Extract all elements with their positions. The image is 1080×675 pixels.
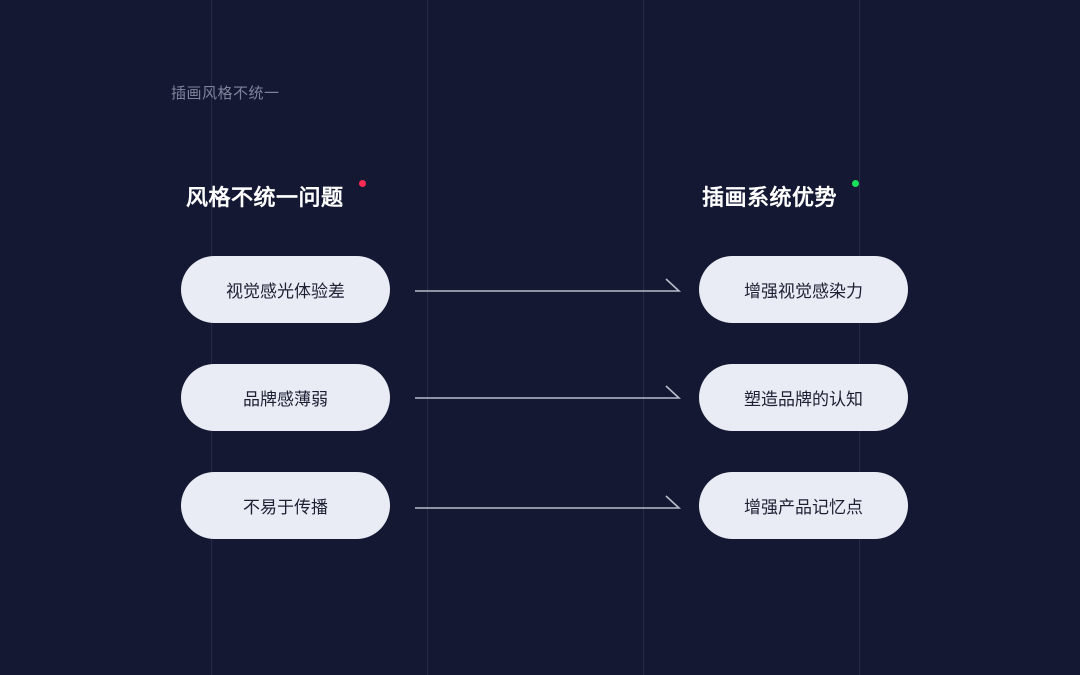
- guide-line: [859, 0, 860, 675]
- advantage-item: 塑造品牌的认知: [699, 364, 908, 431]
- advantage-item: 增强视觉感染力: [699, 256, 908, 323]
- connector-arrow: [415, 495, 682, 509]
- problem-indicator-dot: [359, 180, 366, 187]
- advantage-item: 增强产品记忆点: [699, 472, 908, 539]
- connector-arrow: [415, 278, 682, 292]
- problem-item: 视觉感光体验差: [181, 256, 390, 323]
- problem-item: 品牌感薄弱: [181, 364, 390, 431]
- guide-line: [427, 0, 428, 675]
- guide-line: [211, 0, 212, 675]
- advantage-indicator-dot: [852, 180, 859, 187]
- page-label: 插画风格不统一: [171, 84, 280, 102]
- problems-heading: 风格不统一问题: [186, 186, 344, 211]
- guide-line: [643, 0, 644, 675]
- connector-arrow: [415, 385, 682, 399]
- problem-item: 不易于传播: [181, 472, 390, 539]
- advantages-heading: 插画系统优势: [702, 186, 838, 211]
